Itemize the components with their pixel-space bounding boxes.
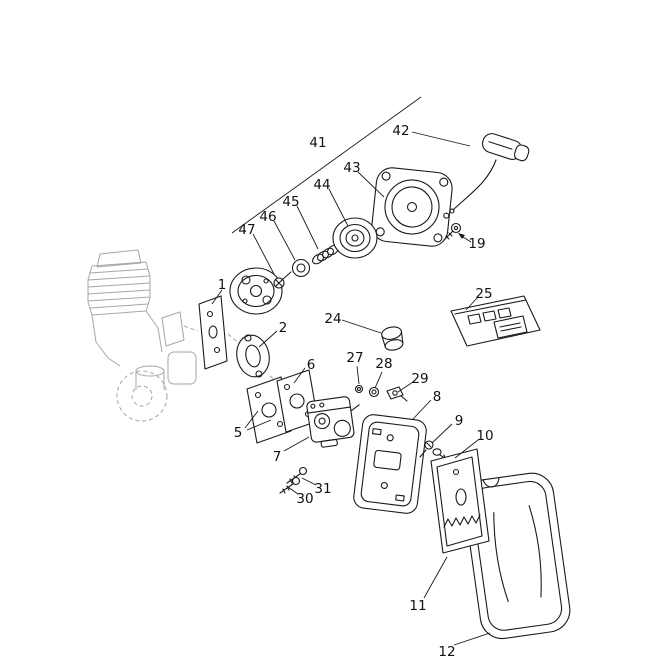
part-screw-19 — [443, 222, 462, 241]
part-label-46: 46 — [259, 209, 276, 225]
part-nut-27 — [354, 384, 364, 394]
part-label-5: 5 — [234, 425, 243, 441]
part-gasket-set — [450, 295, 541, 347]
part-label-44: 44 — [313, 177, 330, 193]
part-label-30: 30 — [296, 491, 313, 507]
part-label-6: 6 — [307, 357, 316, 373]
part-pulley-washer — [291, 258, 311, 278]
starter-rope — [452, 159, 497, 211]
part-label-24: 24 — [324, 311, 341, 327]
part-grommet-28 — [368, 386, 380, 398]
part-label-29: 29 — [411, 371, 428, 387]
part-label-42: 42 — [392, 123, 409, 139]
part-starter-grip — [449, 133, 530, 214]
part-label-45: 45 — [282, 194, 299, 210]
part-filter-cover — [463, 472, 571, 640]
part-screw-30 — [279, 476, 301, 494]
part-label-10: 10 — [476, 428, 493, 444]
engine-cylinder — [87, 249, 281, 422]
part-label-7: 7 — [273, 449, 282, 465]
part-screw-9 — [419, 440, 434, 458]
part-label-41: 41 — [309, 135, 326, 151]
part-starter-housing — [371, 167, 453, 247]
part-screw-47 — [273, 271, 292, 289]
assembly-bracket-line-41 — [231, 96, 422, 234]
part-label-19: 19 — [468, 236, 485, 252]
part-label-9: 9 — [455, 413, 464, 429]
part-label-27: 27 — [346, 350, 363, 366]
part-gasket-plate — [198, 295, 228, 370]
part-label-11: 11 — [409, 598, 426, 614]
part-rope-rotor — [332, 217, 378, 259]
part-label-25: 25 — [475, 286, 492, 302]
part-intake-cap — [381, 326, 404, 351]
part-air-filter — [430, 448, 490, 554]
part-label-47: 47 — [238, 222, 255, 238]
leader-lines — [211, 131, 491, 646]
part-carburetor — [306, 396, 360, 448]
part-label-43: 43 — [343, 160, 360, 176]
part-label-1: 1 — [218, 277, 227, 293]
part-label-2: 2 — [279, 320, 288, 336]
part-filter-base — [353, 414, 427, 514]
part-lever-29 — [386, 386, 408, 402]
part-label-31: 31 — [314, 481, 331, 497]
part-label-12: 12 — [438, 644, 455, 660]
part-starter-cup — [229, 267, 283, 315]
part-label-8: 8 — [433, 389, 442, 405]
part-label-28: 28 — [375, 356, 392, 372]
part-labels: 41 42 43 44 45 46 47 19 25 1 2 24 27 28 … — [218, 123, 494, 660]
